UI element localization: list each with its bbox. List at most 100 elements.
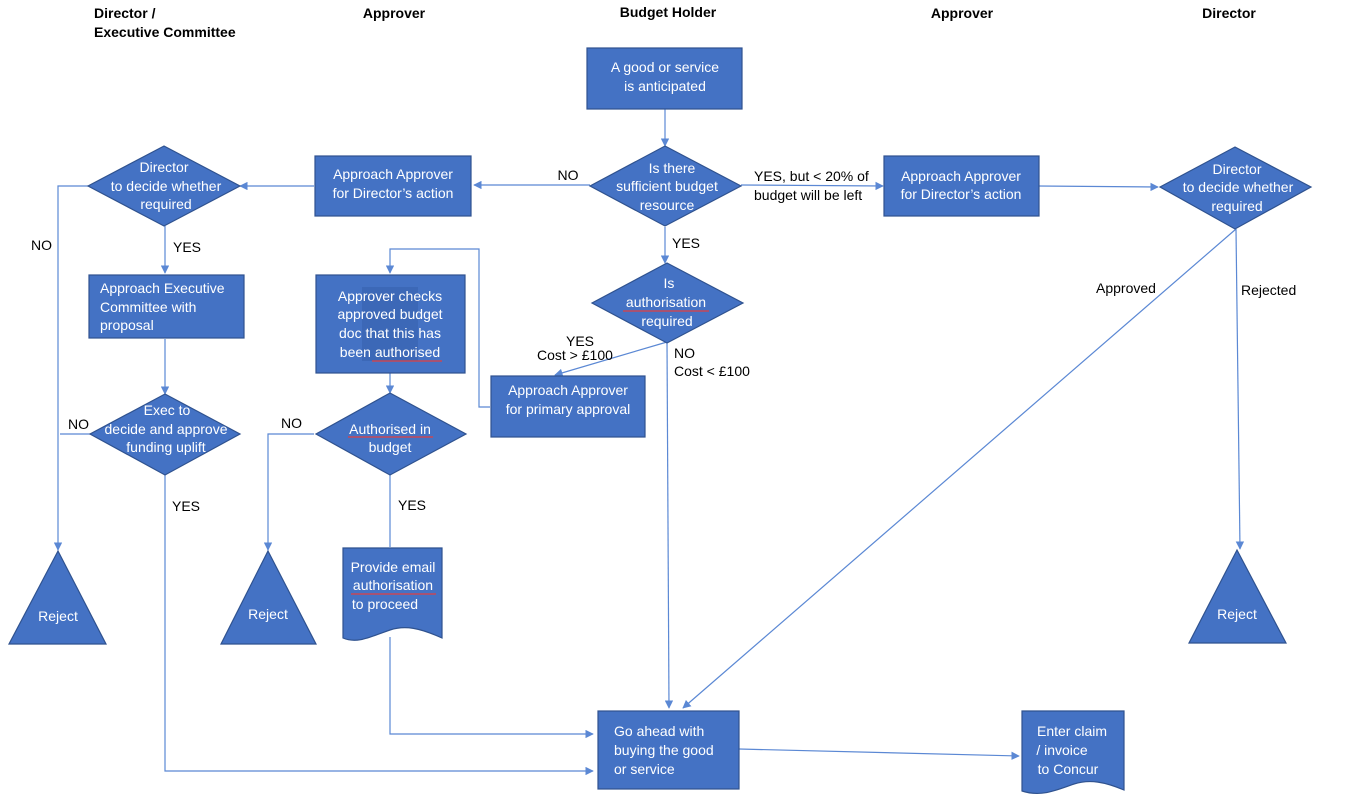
svg-text:for Director’s action: for Director’s action	[901, 186, 1022, 202]
svg-text:required: required	[1211, 198, 1262, 214]
svg-text:Committee with: Committee with	[100, 299, 196, 315]
svg-text:resource: resource	[640, 197, 695, 213]
svg-text:Reject: Reject	[248, 606, 288, 622]
svg-text:Exec to: Exec to	[144, 402, 191, 418]
svg-text:Director: Director	[1212, 161, 1261, 177]
svg-text:Approver checks: Approver checks	[338, 288, 442, 304]
edge-budget-yes-low	[740, 181, 884, 191]
edge-director-left-no	[53, 185, 88, 551]
document-icon	[362, 287, 418, 361]
label-authorised-no: NO	[281, 415, 302, 431]
edge-primary-to-checks	[385, 248, 490, 408]
svg-text:Provide email: Provide email	[351, 559, 436, 575]
svg-text:Is there: Is there	[649, 160, 696, 176]
node-reject-mid: Reject	[220, 549, 317, 645]
edge-exec-yes	[164, 475, 594, 776]
edge-authorisation-no	[664, 341, 674, 709]
label-rejected: Rejected	[1241, 282, 1296, 298]
svg-text:Approach Approver: Approach Approver	[508, 382, 628, 398]
node-director-decide-right: Director to decide whether required	[1158, 146, 1313, 230]
svg-text:funding uplift: funding uplift	[126, 439, 206, 455]
svg-text:Approach Approver: Approach Approver	[901, 168, 1021, 184]
node-provide-email-authorisation: Provide email authorisation to proceed	[342, 547, 443, 641]
node-approach-approver-right: Approach Approver for Director’s action	[883, 155, 1040, 217]
node-approver-checks: Approver checks approved budget doc that…	[315, 274, 466, 374]
svg-text:required: required	[641, 313, 692, 329]
svg-text:Go ahead with: Go ahead with	[614, 723, 704, 739]
svg-text:is anticipated: is anticipated	[624, 78, 706, 94]
svg-text:Reject: Reject	[1217, 606, 1257, 622]
edge-authorised-no	[263, 433, 314, 551]
svg-text:to decide whether: to decide whether	[111, 178, 222, 194]
edge-approach-to-director-right	[1037, 182, 1159, 192]
svg-text:Director: Director	[139, 159, 188, 175]
edge-authorisation-yes	[554, 341, 668, 377]
svg-text:to Concur: to Concur	[1038, 761, 1099, 777]
svg-text:sufficient budget: sufficient budget	[616, 178, 718, 194]
edge-director-right-rejected	[1235, 228, 1245, 550]
node-approach-executive-committee: Approach Executive Committee with propos…	[88, 274, 245, 339]
node-director-decide-left: Director to decide whether required	[86, 145, 242, 227]
label-approved: Approved	[1096, 280, 1156, 296]
label-cost-yes-line2: Cost > £100	[537, 347, 613, 363]
node-authorised-in-budget: Authorised in budget	[314, 392, 468, 476]
svg-text:been authorised: been authorised	[340, 344, 440, 360]
node-reject-right: Reject	[1188, 548, 1287, 644]
header-director-right: Director	[1202, 5, 1256, 21]
node-reject-left: Reject	[8, 549, 107, 645]
svg-text:for primary approval: for primary approval	[506, 401, 631, 417]
node-authorisation-required: Is authorisation required	[590, 262, 745, 344]
label-cost-yes-line1: YES	[566, 333, 594, 349]
node-anticipated: A good or service is anticipated	[586, 47, 743, 110]
label-authorised-yes: YES	[398, 497, 426, 513]
edge-email-to-go-ahead	[389, 637, 594, 739]
nodes: A good or service is anticipated Is ther…	[8, 47, 1313, 795]
node-approach-primary-approval: Approach Approver for primary approval	[490, 375, 646, 438]
label-budget-yes-low-line1: YES, but < 20% of	[754, 168, 869, 184]
svg-text:to decide whether: to decide whether	[1183, 179, 1294, 195]
svg-text:or service: or service	[614, 761, 675, 777]
node-go-ahead: Go ahead with buying the good or service	[597, 710, 740, 790]
header-director-exec-line2: Executive Committee	[94, 24, 236, 40]
svg-text:Is: Is	[664, 275, 675, 291]
svg-text:authorisation: authorisation	[626, 294, 706, 310]
svg-text:Enter claim: Enter claim	[1037, 723, 1107, 739]
edge-go-ahead-to-concur	[738, 748, 1020, 761]
node-approach-approver-left: Approach Approver for Director’s action	[314, 155, 472, 217]
label-director-left-no: NO	[31, 237, 52, 253]
node-exec-decide: Exec to decide and approve funding uplif…	[88, 393, 242, 476]
svg-text:A good or service: A good or service	[611, 59, 719, 75]
label-budget-yes-low-line2: budget will be left	[754, 187, 862, 203]
label-exec-yes: YES	[172, 498, 200, 514]
svg-text:authorisation: authorisation	[353, 577, 433, 593]
label-budget-yes: YES	[672, 235, 700, 251]
header-director-exec-line1: Director /	[94, 5, 156, 21]
svg-text:proposal: proposal	[100, 317, 154, 333]
edge-director-right-approved	[682, 228, 1237, 709]
svg-text:/ invoice: / invoice	[1036, 742, 1088, 758]
node-enter-claim-concur: Enter claim / invoice to Concur	[1021, 710, 1125, 795]
edge-labels: NO YES, but < 20% of budget will be left…	[31, 167, 1296, 514]
header-approver-right: Approver	[931, 5, 994, 21]
svg-text:Authorised in: Authorised in	[349, 421, 431, 437]
svg-text:to proceed: to proceed	[352, 596, 418, 612]
svg-text:Approach Approver: Approach Approver	[333, 166, 453, 182]
svg-text:Reject: Reject	[38, 608, 78, 624]
label-director-left-yes: YES	[173, 239, 201, 255]
label-exec-no: NO	[68, 416, 89, 432]
svg-text:Approach Executive: Approach Executive	[100, 280, 225, 296]
label-budget-no: NO	[558, 167, 579, 183]
svg-text:approved budget: approved budget	[337, 306, 442, 322]
label-cost-no-line1: NO	[674, 345, 695, 361]
svg-text:buying the good: buying the good	[614, 742, 714, 758]
node-sufficient-budget: Is there sufficient budget resource	[588, 145, 743, 227]
svg-text:required: required	[140, 196, 191, 212]
svg-text:decide and approve: decide and approve	[105, 421, 228, 437]
svg-text:budget: budget	[369, 439, 412, 455]
connectors	[53, 109, 1245, 776]
svg-text:for Director’s action: for Director’s action	[333, 185, 454, 201]
column-headers: Director / Executive Committee Approver …	[94, 4, 1256, 40]
label-cost-no-line2: Cost < £100	[674, 363, 750, 379]
header-budget-holder: Budget Holder	[620, 4, 717, 20]
